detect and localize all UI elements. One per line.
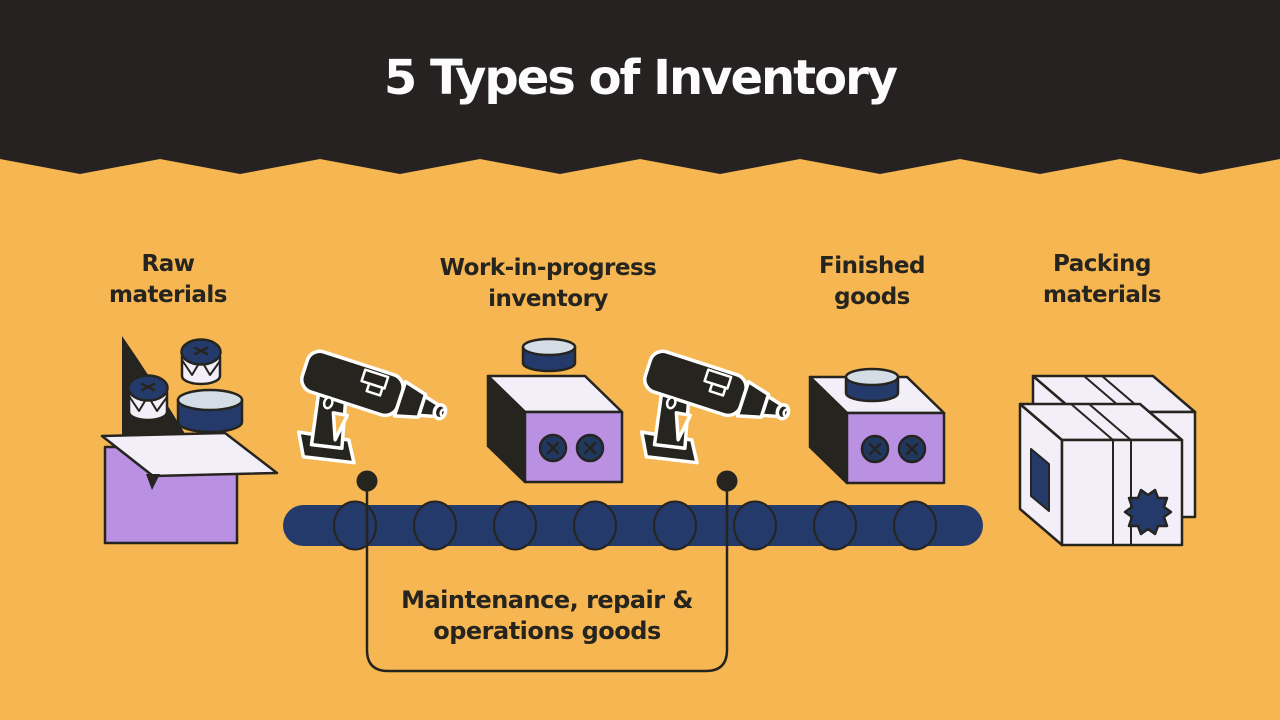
header-band	[0, 0, 1280, 174]
header-zigzag	[0, 0, 1280, 174]
label-line: operations goods	[433, 617, 661, 645]
drum-icon	[127, 374, 169, 422]
conveyor-belt-icon	[283, 500, 983, 551]
drill-and-open-screw-box-icon	[276, 337, 797, 497]
label-line: Maintenance, repair &	[401, 586, 693, 614]
label-line: materials	[1043, 282, 1161, 308]
drill-icon	[619, 346, 797, 497]
label-line: Finished	[819, 253, 925, 279]
lid-cylinder-icon	[521, 337, 577, 373]
screw-box-icon	[488, 376, 622, 482]
label-line: inventory	[488, 286, 608, 312]
label-line: Work-in-progress	[439, 255, 657, 281]
label-packing-materials: Packing materials	[952, 249, 1252, 311]
stacked-shipping-boxes-icon	[1018, 374, 1197, 547]
seal-starburst-icon	[1123, 488, 1173, 536]
label-line: goods	[834, 284, 910, 310]
label-mro-goods: Maintenance, repair & operations goods	[377, 585, 717, 647]
conveyor-rollers	[333, 500, 937, 551]
page-title: 5 Types of Inventory	[383, 50, 898, 106]
box-label	[1030, 448, 1050, 512]
conveyor-belt-bracket-icon	[356, 470, 738, 673]
label-raw-materials: Raw materials	[18, 249, 318, 311]
label-finished-goods: Finished goods	[722, 251, 1022, 313]
drum-icon	[180, 338, 222, 386]
label-line: Raw	[141, 251, 195, 277]
label-work-in-progress: Work-in-progress inventory	[398, 253, 698, 315]
open-box-with-drums-icon	[100, 336, 279, 545]
label-line: Packing	[1053, 251, 1151, 277]
assembled-screw-box-icon	[810, 367, 944, 483]
label-line: materials	[109, 282, 227, 308]
